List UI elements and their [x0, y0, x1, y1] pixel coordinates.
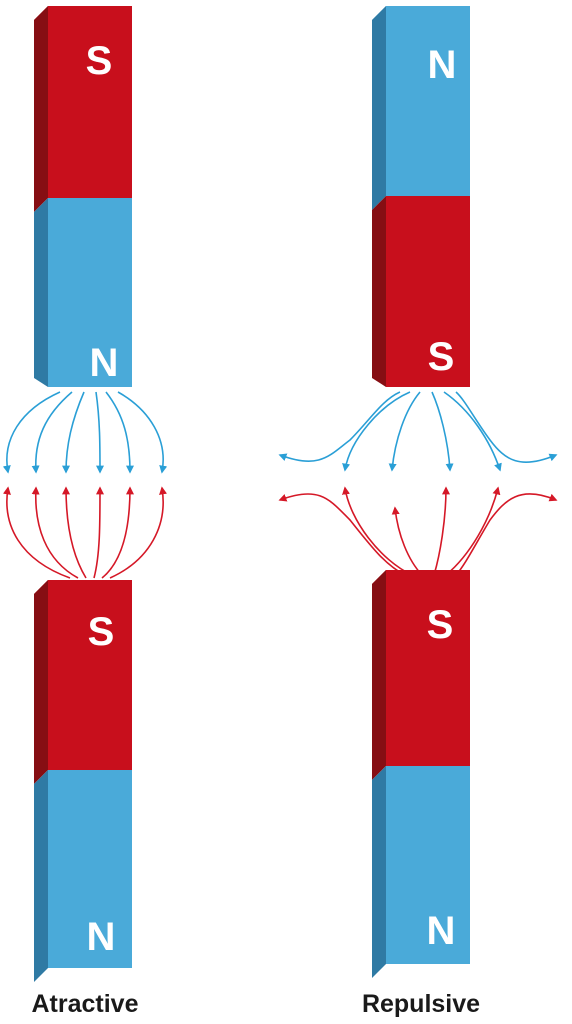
pole-label-s: S [428, 335, 455, 379]
magnet-side-red [34, 6, 48, 212]
magnet-side-red [372, 196, 386, 387]
magnet-front-blue [386, 6, 470, 196]
field-line-blue [31, 391, 73, 474]
magnet-front-red [386, 570, 470, 766]
magnet-front-blue [48, 770, 132, 968]
magnet-side-blue [372, 766, 386, 978]
magnet-front-red [48, 580, 132, 770]
pole-label-s: S [427, 603, 454, 647]
field-line-blue [278, 391, 401, 463]
magnet-side-blue [34, 770, 48, 982]
magnet-front-red [48, 6, 132, 198]
field-line-blue [62, 391, 85, 474]
pole-label-n: N [87, 915, 116, 959]
attractive-field-lines [2, 391, 168, 579]
magnet-side-red [372, 570, 386, 780]
field-line-red [62, 486, 87, 579]
repulsive-diagram: N S S N [278, 6, 558, 978]
attractive-upper-magnet: S N [34, 6, 132, 387]
field-line-blue [342, 391, 411, 472]
repulsive-upper-magnet: N S [372, 6, 470, 387]
attractive-caption: Atractive [31, 990, 139, 1018]
field-line-red [445, 486, 501, 576]
magnet-front-red [386, 196, 470, 387]
field-line-red [93, 486, 104, 579]
pole-label-s: S [86, 39, 113, 83]
field-line-blue [117, 391, 168, 474]
field-line-red [455, 493, 558, 576]
magnet-front-blue [48, 198, 132, 387]
field-line-red [31, 486, 79, 579]
pole-label-n: N [428, 43, 457, 87]
repulsive-caption: Repulsive [361, 990, 481, 1018]
field-line-blue [95, 391, 104, 474]
pole-label-s: S [88, 610, 115, 654]
field-line-blue [455, 391, 558, 463]
field-line-red [101, 486, 134, 579]
field-line-red [3, 486, 71, 579]
field-line-blue [388, 391, 421, 472]
field-line-blue [431, 391, 454, 472]
field-line-red [342, 486, 413, 576]
magnet-side-blue [34, 198, 48, 387]
repulsive-field-lines [278, 391, 558, 576]
repulsive-lower-magnet: S N [372, 570, 470, 978]
field-line-blue [105, 391, 134, 474]
field-line-blue [2, 391, 61, 474]
field-line-red [109, 486, 167, 579]
magnet-side-red [34, 580, 48, 784]
field-line-red [391, 506, 423, 576]
pole-label-n: N [427, 909, 456, 953]
field-line-red [278, 493, 406, 576]
pole-label-n: N [90, 341, 119, 385]
attractive-diagram: S N S N [2, 6, 168, 982]
magnet-side-blue [372, 6, 386, 210]
magnet-front-blue [386, 766, 470, 964]
field-line-blue [443, 391, 502, 472]
attractive-lower-magnet: S N [34, 580, 132, 982]
field-line-red [433, 486, 450, 576]
